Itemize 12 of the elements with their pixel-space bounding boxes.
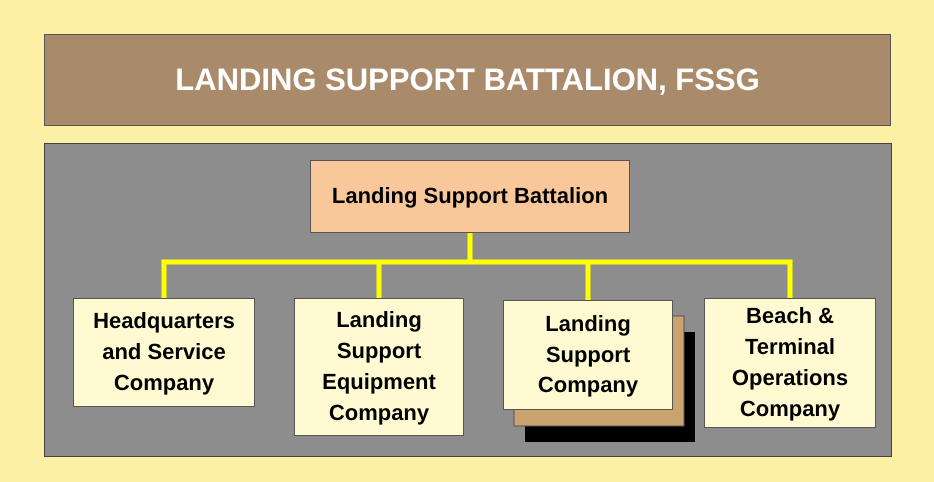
title-band: [44, 34, 891, 126]
node-label: Landing Support Company: [536, 310, 640, 400]
node-label: Landing Support Battalion: [332, 182, 608, 210]
node-label: Beach & Terminal Operations Company: [730, 302, 850, 423]
org-box: [503, 300, 673, 410]
org-box: [704, 298, 876, 428]
org-box: [310, 160, 630, 233]
node-label: Landing Support Equipment Company: [321, 306, 437, 427]
org-box: [294, 298, 464, 436]
org-box: [73, 298, 255, 407]
node-label: LANDING SUPPORT BATTALION, FSSG: [175, 61, 760, 100]
node-label: Headquarters and Service Company: [92, 307, 236, 397]
